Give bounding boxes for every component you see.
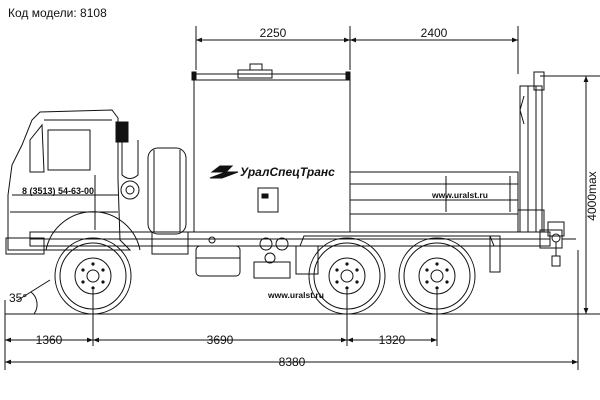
crane xyxy=(517,71,565,267)
utility-body xyxy=(191,63,351,233)
wheel-bolts xyxy=(81,262,449,290)
website-label-body: www.uralst.ru xyxy=(431,190,488,200)
middle-wheel xyxy=(308,237,386,315)
model-code-label: Код модели: 8108 xyxy=(8,6,107,20)
approach-angle xyxy=(17,279,51,315)
front-wheel xyxy=(45,211,141,315)
dim-overall-length: 8380 xyxy=(279,355,306,369)
dim-top-left: 2250 xyxy=(260,26,287,40)
dim-front-overhang: 1360 xyxy=(36,333,63,347)
flatbed xyxy=(349,171,519,232)
website-label-chassis: www.uralst.ru xyxy=(267,290,324,300)
rear-light xyxy=(489,235,501,273)
air-filter xyxy=(120,140,140,200)
dim-rear-axle-spacing: 1320 xyxy=(379,333,406,347)
underbody-equipment xyxy=(195,236,319,279)
bottom-dimension-lines xyxy=(4,250,579,370)
rear-mudguard xyxy=(299,235,495,247)
phone-label: 8 (3513) 54-63-00 xyxy=(22,186,94,196)
spare-wheel xyxy=(147,147,189,255)
rear-wheel xyxy=(398,237,476,315)
dim-wheelbase: 3690 xyxy=(207,333,234,347)
top-dimension-lines xyxy=(195,26,519,74)
brand-label: УралСпецТранс xyxy=(240,165,335,179)
dim-angle: 35° xyxy=(9,291,27,305)
dim-top-right: 2400 xyxy=(421,26,448,40)
dim-height: 4000max xyxy=(585,171,599,220)
